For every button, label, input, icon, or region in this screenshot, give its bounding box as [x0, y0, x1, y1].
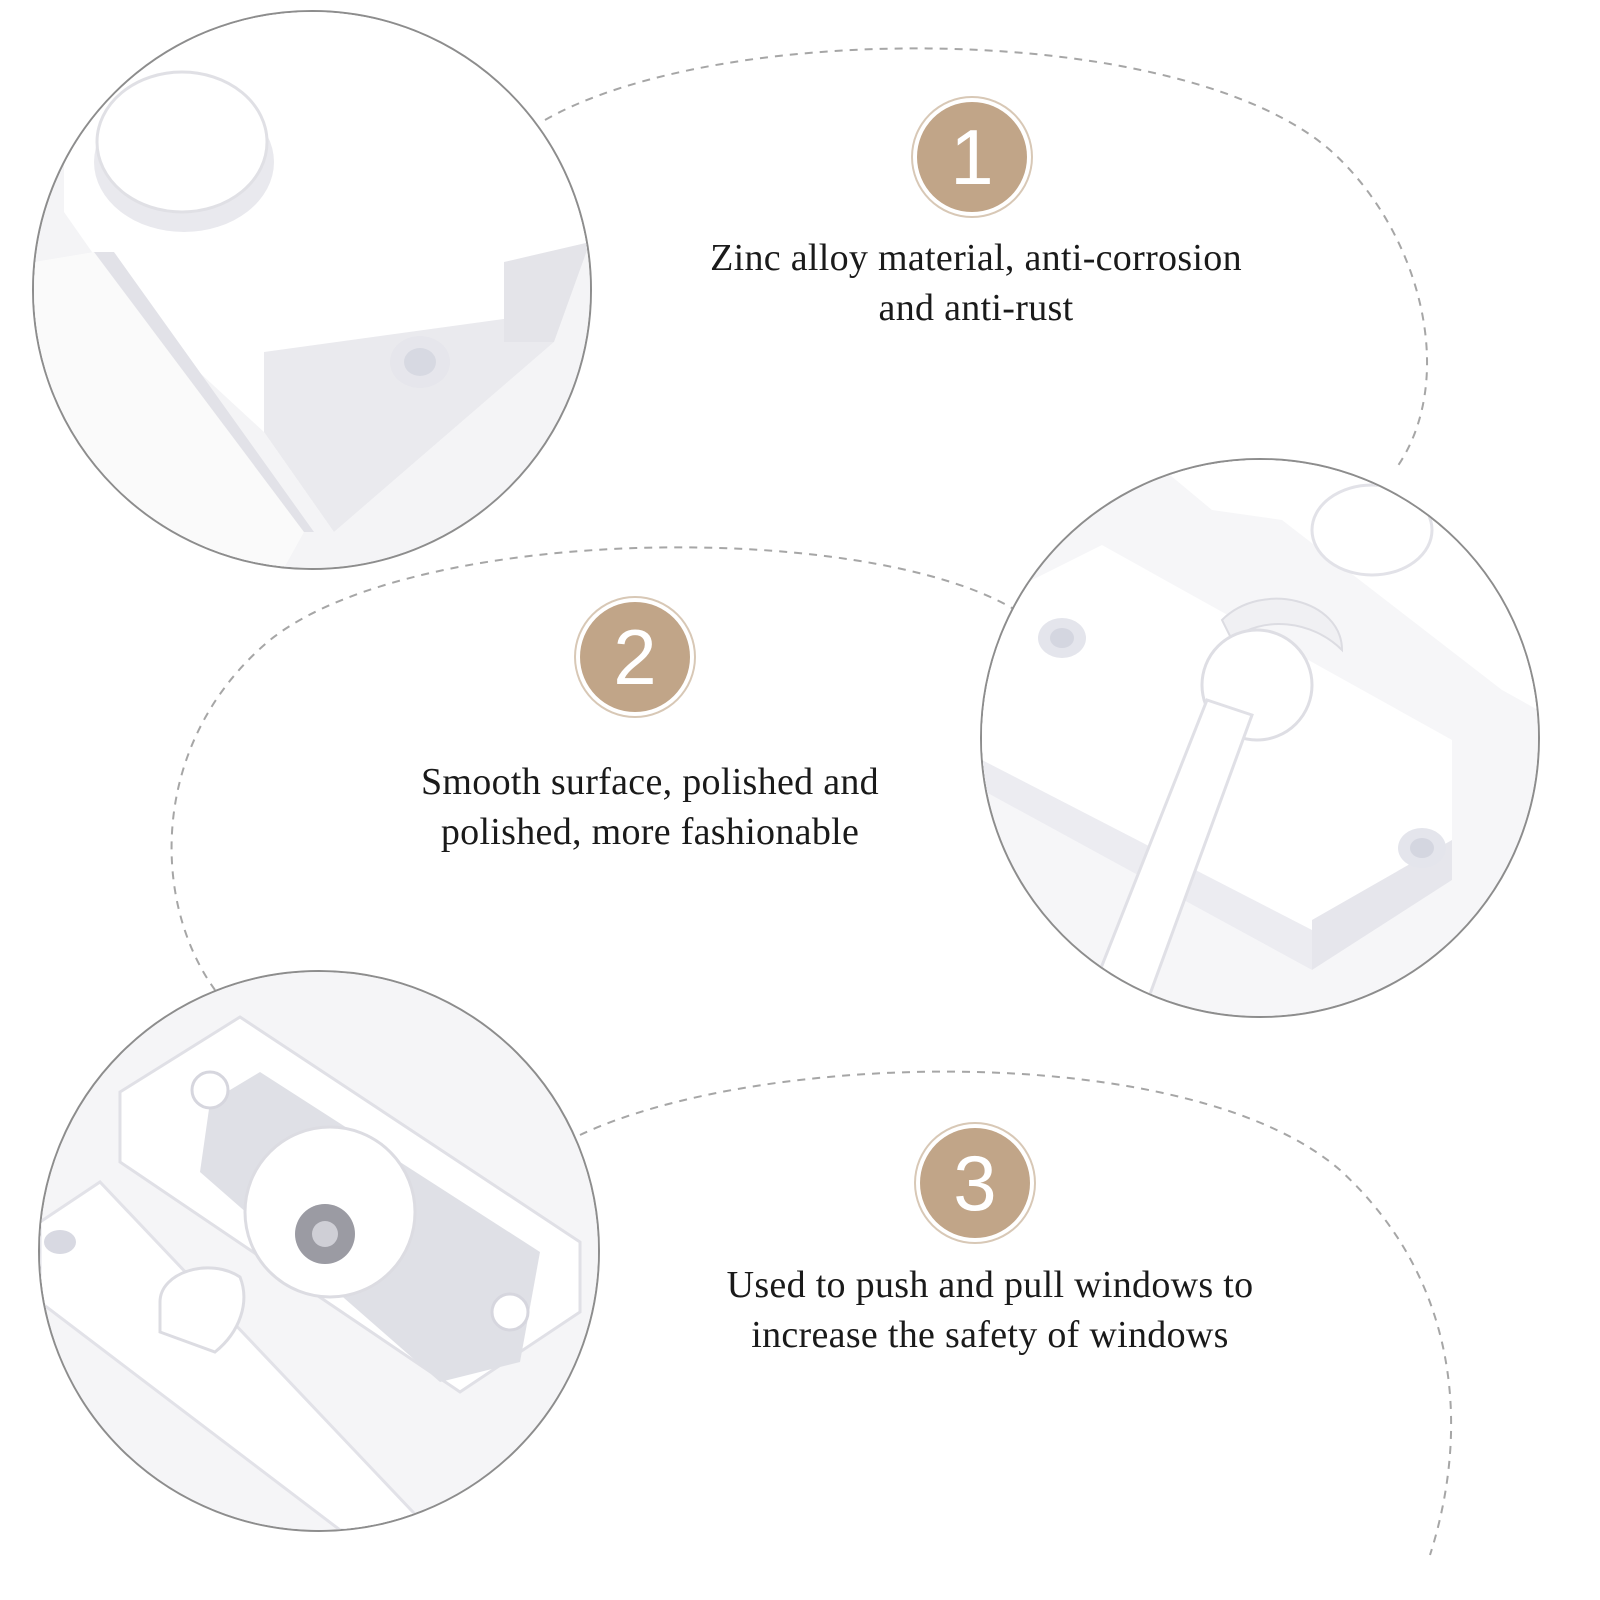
feature-number-badge-1: 1 [917, 102, 1027, 212]
photo-latch-button [32, 10, 592, 570]
feature-caption-2-line-1: Smooth surface, polished and [421, 761, 879, 803]
feature-caption-3-line-2: increase the safety of windows [751, 1314, 1229, 1356]
dashed-arc-middle [170, 546, 1031, 991]
feature-caption-1-line-1: Zinc alloy material, anti-corrosion [710, 237, 1242, 279]
feature-caption-3-line-1: Used to push and pull windows to [726, 1264, 1254, 1306]
feature-caption-1: Zinc alloy material, anti-corrosion and … [656, 233, 1296, 333]
feature-caption-1-line-2: and anti-rust [878, 287, 1074, 329]
photo-latch-back [38, 970, 600, 1532]
feature-caption-2-line-2: polished, more fashionable [440, 811, 860, 853]
photo-latch-handle [980, 458, 1540, 1018]
latch-handle-illustration [982, 460, 1538, 1016]
feature-caption-3: Used to push and pull windows to increas… [670, 1260, 1310, 1360]
feature-number-badge-3: 3 [920, 1128, 1030, 1238]
feature-caption-2: Smooth surface, polished and polished, m… [330, 757, 970, 857]
dashed-arc-top [544, 47, 1429, 471]
latch-button-illustration [34, 12, 590, 568]
feature-number-badge-2: 2 [580, 602, 690, 712]
dashed-arc-bottom [579, 1070, 1453, 1556]
latch-back-illustration [40, 972, 598, 1530]
